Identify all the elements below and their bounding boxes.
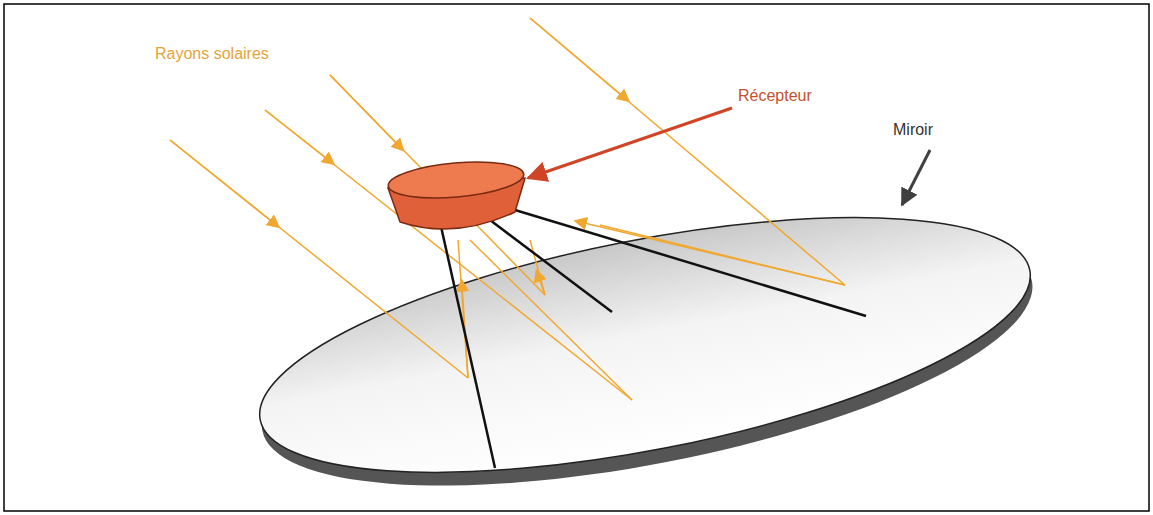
mirror-dish	[240, 167, 1052, 515]
receiver-cylinder	[387, 157, 525, 229]
receiver-label: Récepteur	[738, 86, 812, 105]
tripod	[440, 210, 866, 468]
mirror-leader	[902, 150, 930, 205]
sun-rays	[170, 18, 845, 400]
rays-label: Rayons solaires	[155, 44, 269, 63]
mirror-label: Miroir	[893, 120, 933, 139]
receiver-leader	[528, 108, 732, 178]
